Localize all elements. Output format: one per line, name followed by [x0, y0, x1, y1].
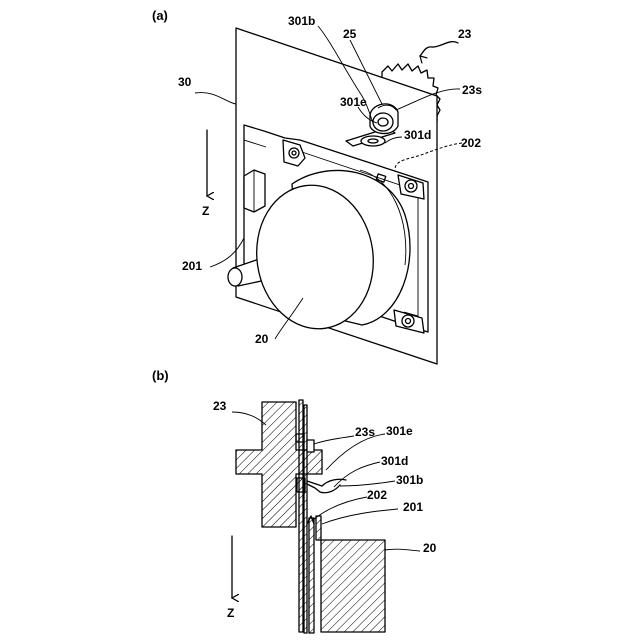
label-a-202: 202	[461, 136, 481, 150]
label-a-301e: 301e	[340, 95, 367, 109]
hub-25	[370, 104, 398, 134]
motor-20-section	[321, 540, 385, 632]
label-a-20: 20	[255, 332, 269, 346]
gear-23-section	[236, 402, 322, 527]
panel-a: (a)	[152, 8, 482, 364]
label-a-z: Z	[202, 204, 209, 218]
label-b-20: 20	[423, 541, 437, 555]
label-b-301b: 301b	[396, 473, 423, 487]
panel-a-label: (a)	[152, 8, 168, 23]
label-a-25: 25	[343, 27, 357, 41]
label-a-23s: 23s	[462, 83, 482, 97]
label-a-301b: 301b	[288, 14, 315, 28]
connector-201-section	[316, 516, 321, 540]
label-b-z: Z	[227, 606, 234, 620]
label-b-23: 23	[213, 399, 227, 413]
label-a-23: 23	[458, 27, 472, 41]
label-b-201: 201	[403, 500, 423, 514]
label-b-301e: 301e	[386, 424, 413, 438]
label-a-30: 30	[178, 75, 192, 89]
panel-b: (b) 23 23s 301e 301d	[152, 368, 437, 633]
label-b-202: 202	[367, 488, 387, 502]
panel-b-label: (b)	[152, 368, 169, 383]
board-202-section	[309, 518, 314, 633]
label-a-301d: 301d	[404, 128, 431, 142]
label-b-301d: 301d	[381, 454, 408, 468]
connector-201	[244, 170, 265, 212]
label-a-201: 201	[182, 259, 202, 273]
label-b-23s: 23s	[355, 425, 375, 439]
